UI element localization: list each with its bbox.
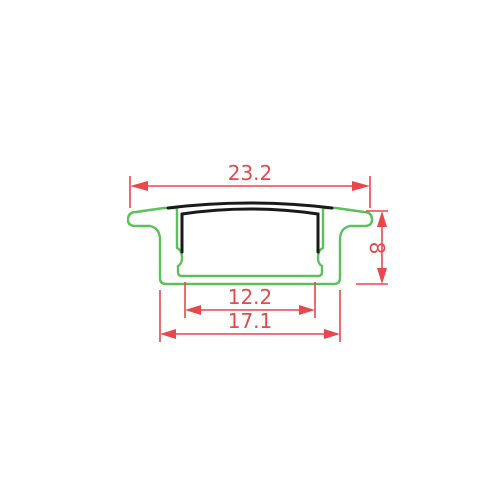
arrowhead-right (299, 305, 315, 315)
height-label: 8 (365, 242, 389, 255)
arrowhead-right (352, 181, 370, 191)
arrowhead-left (130, 181, 148, 191)
dimension-body-width: 17.1 (159, 290, 341, 342)
arrowhead-left (185, 305, 201, 315)
overall-width-label: 23.2 (228, 161, 273, 185)
diffuser-cover (180, 207, 320, 254)
diffuser-top-edge (166, 201, 334, 210)
inner-width-label: 12.2 (228, 285, 273, 309)
dimension-inner-width: 12.2 (184, 282, 316, 318)
arrowhead-bottom (377, 268, 387, 284)
arrowhead-top (377, 211, 387, 227)
body-width-label: 17.1 (228, 309, 273, 333)
arrowhead-right (324, 329, 340, 339)
arrowhead-left (160, 329, 176, 339)
dimension-overall-width: 23.2 (129, 161, 371, 208)
profile-outline (126, 206, 374, 286)
dimension-height: 8 (356, 210, 389, 285)
